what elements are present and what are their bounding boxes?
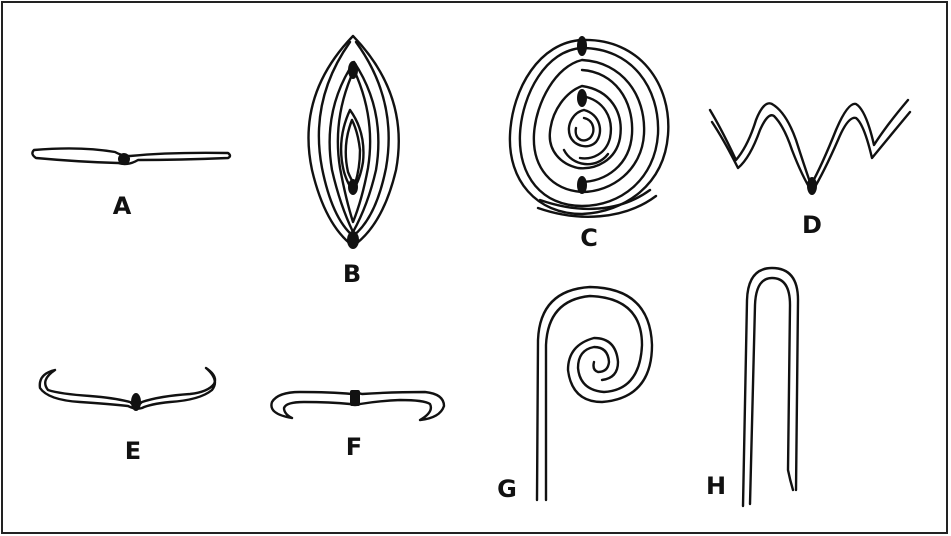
shape-d	[710, 100, 910, 195]
shape-f	[271, 390, 444, 420]
label-c: C	[580, 224, 598, 252]
shape-h	[743, 268, 798, 506]
label-d: D	[802, 211, 822, 239]
label-e: E	[125, 437, 141, 465]
label-b: B	[343, 260, 361, 288]
label-h: H	[706, 472, 726, 500]
label-f: F	[346, 433, 362, 461]
shape-a	[32, 148, 230, 165]
label-a: A	[113, 192, 132, 220]
shape-e	[40, 368, 215, 411]
shape-g	[537, 287, 652, 500]
label-g: G	[497, 475, 517, 503]
shape-b	[308, 36, 398, 249]
shape-c	[510, 36, 668, 217]
